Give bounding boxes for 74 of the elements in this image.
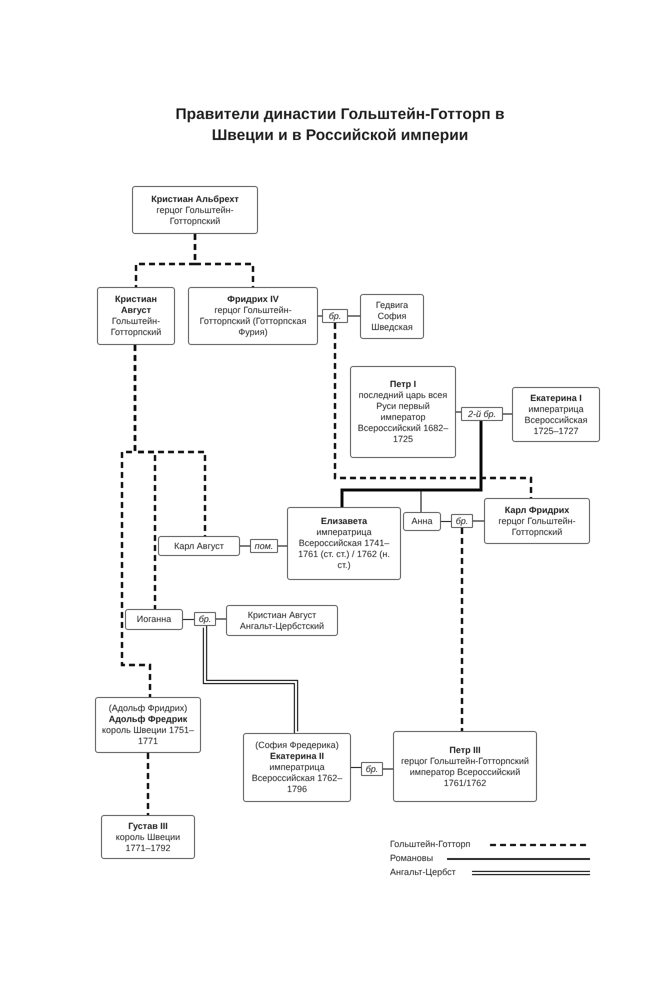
person-name: Петр III	[449, 744, 481, 756]
person-box	[484, 498, 590, 544]
legend-label: Гольштейн-Готторп	[390, 839, 470, 850]
person-description: герцог Гольштейн-Готторпский	[155, 204, 235, 226]
person-box	[243, 733, 351, 802]
person-box	[132, 186, 258, 234]
person-description: король Швеции 1751–1771	[101, 725, 195, 747]
person-box	[393, 731, 537, 802]
connector-line	[472, 520, 484, 522]
title: Правители династии Гольштейн-Готторп в Швеции и в Российской империи	[174, 105, 506, 146]
connector-line	[334, 323, 532, 498]
person-name: Екатерина II	[270, 751, 324, 762]
person-box	[158, 536, 240, 556]
marriage-label: 2-й бр.	[468, 409, 496, 419]
person-description: герцог Гольштейн-Готторпский император Всероссийский 1761/1762	[400, 756, 530, 788]
marriage-box	[250, 539, 278, 553]
marriage-box	[451, 514, 473, 528]
person-name: Густав III	[128, 820, 168, 832]
person-description: последний царь всея Руси первый император Всероссийский 1682–1725	[356, 390, 450, 445]
person-box	[226, 605, 338, 636]
marriage-label: бр.	[328, 311, 342, 321]
person-description: императрица Всероссийская 1741–1761 (ст. ст.) / 1762 (н. ст.)	[297, 527, 391, 571]
connector-line	[350, 767, 362, 768]
person-name: Петр I	[390, 379, 416, 390]
connector-line	[120, 345, 152, 697]
person-description: (Адольф Фридрих)	[108, 703, 188, 714]
marriage-label: бр.	[366, 764, 378, 774]
connector-line	[440, 521, 452, 522]
person-description: императрица Всероссийская 1725–1727	[523, 404, 589, 436]
person-description: Анна	[412, 516, 432, 527]
person-name: Карл Фридрих	[504, 504, 570, 516]
marriage-label: бр.	[456, 516, 468, 526]
connector-line	[146, 753, 150, 815]
person-description: Кристиан Август Ангальт-Цербстский	[238, 610, 326, 632]
person-box	[403, 512, 441, 531]
marriage-box	[194, 612, 216, 626]
person-name: Кристиан Август	[114, 294, 158, 316]
connector-line	[202, 624, 298, 736]
person-description: король Швеции 1771–1792	[114, 832, 182, 854]
person-description: Гедвига София Шведская	[370, 300, 414, 333]
marriage-box	[322, 309, 348, 323]
person-box	[125, 609, 183, 630]
person-box	[360, 294, 424, 339]
person-description: (София Фредерика)	[255, 740, 339, 751]
legend-label: Романовы	[390, 853, 434, 864]
connector-line	[216, 618, 226, 620]
person-box	[95, 697, 201, 753]
legend-label: Ангальт-Цербст	[390, 867, 456, 878]
person-box	[188, 287, 318, 345]
person-description: императрица Всероссийская 1762–1796	[250, 762, 344, 795]
marriage-box	[461, 407, 503, 421]
person-box	[350, 366, 456, 458]
person-box	[512, 387, 600, 442]
connector-line	[194, 234, 254, 287]
marriage-label: бр.	[198, 614, 212, 624]
person-name: Екатерина I	[530, 392, 582, 404]
connector-line	[382, 768, 394, 770]
marriage-box	[361, 762, 383, 776]
person-description: Карл Август	[174, 540, 224, 552]
person-description: Иоганна	[136, 614, 172, 625]
person-box	[287, 507, 401, 580]
connector-line	[460, 528, 464, 731]
person-box	[101, 815, 195, 859]
connector-line	[340, 421, 482, 507]
person-description: герцог Гольштейн-Готторпский	[497, 516, 577, 538]
person-name: Елизавета	[320, 516, 368, 527]
person-description: герцог Гольштейн-Готторпский (Готторпская Фурия)	[198, 305, 308, 338]
person-box	[97, 287, 175, 345]
connector-line	[182, 619, 194, 620]
person-name: Фридрих IV	[227, 294, 279, 305]
person-name: Кристиан Альбрехт	[151, 194, 239, 204]
person-description: Гольштейн-Готторпский	[110, 316, 162, 338]
marriage-label: пом.	[254, 541, 274, 551]
person-name: Адольф Фредрик	[108, 714, 188, 725]
